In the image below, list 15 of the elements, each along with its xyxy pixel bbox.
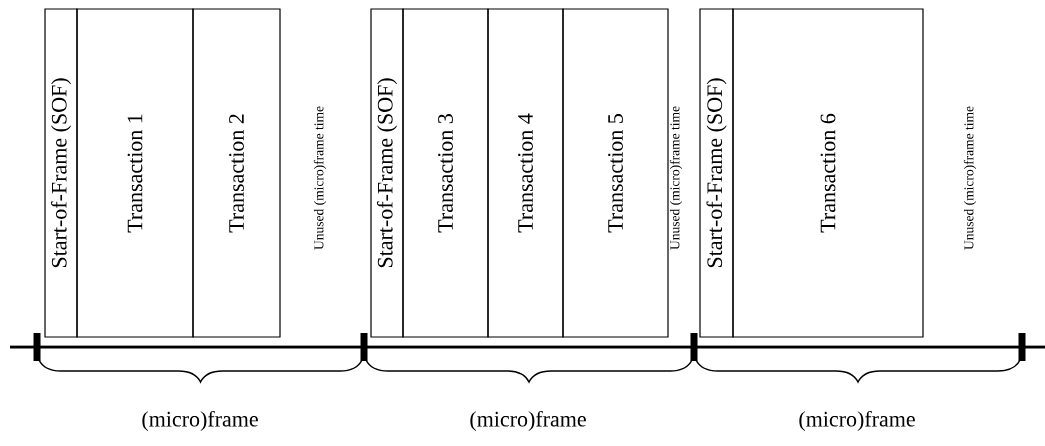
frame-label: (micro)frame: [470, 410, 586, 432]
frame-segment-box: Transaction 6: [732, 8, 924, 338]
frame-segment-box: Transaction 4: [487, 8, 564, 338]
frame-segment-box: Start-of-Frame (SOF): [44, 8, 78, 338]
frame-segment-box: Transaction 5: [562, 8, 669, 338]
frame-label: (micro)frame: [142, 410, 258, 432]
frame-segment-box: Start-of-Frame (SOF): [699, 8, 734, 338]
frame-label: (micro)frame: [799, 410, 915, 432]
vertical-note: Unused (micro)frame time: [669, 106, 683, 250]
vertical-note: Unused (micro)frame time: [963, 106, 977, 250]
frame-segment-box: Transaction 2: [192, 8, 281, 338]
frame-segment-box: Transaction 1: [76, 8, 194, 338]
frame-segment-box: Start-of-Frame (SOF): [370, 8, 404, 338]
frame-segment-box: Transaction 3: [402, 8, 489, 338]
vertical-note: Unused (micro)frame time: [313, 106, 327, 250]
